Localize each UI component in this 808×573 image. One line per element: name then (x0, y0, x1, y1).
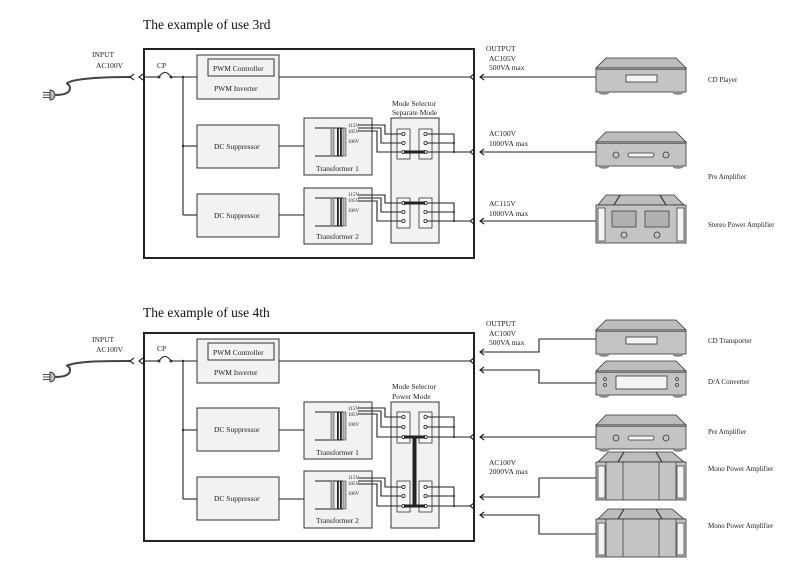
tap-105v: 105V (348, 130, 360, 135)
output-voltage: AC100V (489, 458, 517, 467)
power-plug-icon (42, 371, 56, 383)
jumper-bar (404, 435, 425, 508)
cd-player-icon (595, 57, 687, 96)
diagram-title: The example of use 3rd (143, 17, 271, 32)
pwm-inverter-label: PWM Inverter (214, 368, 258, 377)
device-label: Stereo Power Amplifier (708, 221, 775, 229)
input-voltage: AC100V (96, 61, 124, 70)
dc-suppressor-1-label: DC Suppressor (214, 142, 260, 151)
output-voltage: AC105V (489, 54, 517, 63)
pre-amplifier-icon (595, 414, 687, 453)
circuit-protector-icon (158, 71, 172, 78)
stereo-power-amplifier-icon (595, 194, 687, 244)
dc-suppressor-1-label: DC Suppressor (214, 425, 260, 434)
output-capacity: 1000VA max (489, 139, 528, 148)
device-label: Mono Power Amplifier (708, 465, 774, 473)
mode-selector-mode: Separate Mode (392, 108, 438, 117)
output-voltage: AC115V (489, 199, 516, 208)
diagram-example-4th: The example of use 4th INPUT AC100V CP P… (42, 305, 774, 558)
pwm-controller-block (207, 342, 275, 361)
tap-100v: 100V (348, 423, 360, 428)
power-cord (54, 360, 131, 378)
input-label: INPUT (92, 335, 115, 344)
transformer-2-label: Transformer 2 (316, 232, 359, 241)
mode-selector-mode: Power Mode (392, 392, 431, 401)
output-label: OUTPUT (486, 44, 516, 53)
tap-115v: 115V (348, 193, 359, 198)
power-cord (54, 76, 131, 96)
mono-power-amplifier-icon (595, 508, 687, 558)
pwm-controller-block (207, 58, 275, 77)
transformer-1-label: Transformer 1 (316, 448, 359, 457)
tap-100v: 100V (348, 209, 360, 214)
dc-suppressor-1 (196, 407, 280, 452)
diagram-title: The example of use 4th (143, 305, 270, 320)
output-voltage: AC100V (489, 329, 517, 338)
device-label: Mono Power Amplifier (708, 522, 774, 530)
transformer-2-label: Transformer 2 (316, 516, 359, 525)
tap-105v: 105V (348, 482, 360, 487)
dc-suppressor-2-label: DC Suppressor (214, 494, 260, 503)
cp-label: CP (157, 344, 166, 353)
dc-suppressor-2-label: DC Suppressor (214, 211, 260, 220)
tap-105v: 105V (348, 413, 360, 418)
output-connector-icon (469, 348, 485, 519)
tap-115v: 115V (348, 407, 359, 412)
power-unit-frame (143, 48, 475, 259)
output-capacity: 1000VA max (489, 209, 528, 218)
dc-suppressor-2 (196, 193, 280, 238)
output-capacity: 2000VA max (489, 467, 528, 476)
device-label: Pre Amplifier (708, 428, 747, 436)
input-voltage: AC100V (96, 345, 124, 354)
cd-transporter-icon (595, 319, 687, 358)
dc-suppressor-2 (196, 476, 280, 521)
pwm-controller-label: PWM Controller (213, 348, 264, 357)
output-label: OUTPUT (486, 319, 516, 328)
input-connector-icon (129, 357, 135, 365)
tap-105v: 105V (348, 199, 360, 204)
input-connector-icon (129, 73, 135, 81)
device-label: Pre Amplifier (708, 173, 747, 181)
mode-selector-title: Mode Selector (392, 99, 436, 108)
circuit-protector-icon (158, 355, 172, 362)
pre-amplifier-icon (595, 131, 687, 170)
tap-100v: 100V (348, 140, 360, 145)
power-unit-frame (143, 332, 475, 542)
device-label: D/A Converter (708, 378, 750, 386)
output-capacity: 500VA max (489, 63, 525, 72)
device-label: CD Transporter (708, 337, 752, 345)
tap-100v: 100V (348, 492, 360, 497)
cp-label: CP (157, 61, 166, 70)
tap-115v: 115V (348, 124, 359, 129)
output-voltage: AC100V (489, 129, 517, 138)
da-converter-icon (595, 360, 687, 399)
device-label: CD Player (708, 76, 738, 84)
output-connector-icon (469, 73, 485, 225)
power-plug-icon (42, 89, 56, 101)
tap-115v: 115V (348, 476, 359, 481)
input-label: INPUT (92, 50, 115, 59)
diagram-example-3rd: The example of use 3rd INPUT AC100V CP P… (42, 17, 775, 259)
mono-power-amplifier-icon (595, 451, 687, 501)
mode-selector-title: Mode Selector (392, 382, 436, 391)
pwm-inverter-label: PWM Inverter (214, 84, 258, 93)
output-capacity: 500VA max (489, 338, 525, 347)
pwm-controller-label: PWM Controller (213, 64, 264, 73)
transformer-1-label: Transformer 1 (316, 164, 359, 173)
